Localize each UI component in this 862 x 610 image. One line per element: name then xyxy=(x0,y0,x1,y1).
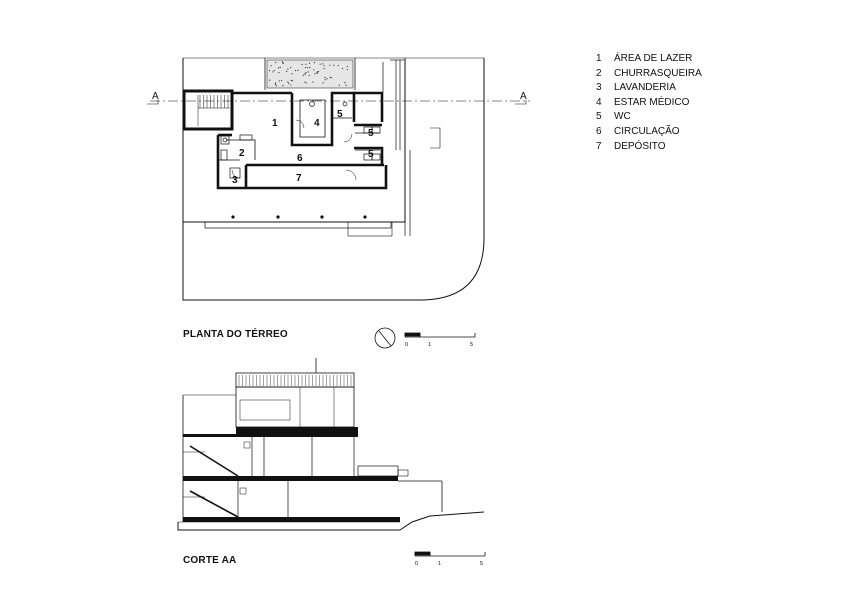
ground-line xyxy=(177,511,485,531)
legend-label: LAVANDERIA xyxy=(614,82,676,94)
pillars xyxy=(231,215,367,219)
section-aa xyxy=(177,358,485,531)
section-line xyxy=(147,100,530,105)
legend-item: 3 LAVANDERIA xyxy=(596,81,702,96)
room-label: 2 xyxy=(239,148,245,159)
plan-scale-bar xyxy=(404,332,476,338)
scale-tick: 0 xyxy=(405,342,408,348)
legend-label: CIRCULAÇÃO xyxy=(614,125,680,137)
scale-tick: 5 xyxy=(470,342,473,348)
legend-label: ESTAR MÉDICO xyxy=(614,96,690,108)
stairwell xyxy=(182,89,234,131)
north-arrow xyxy=(374,327,396,349)
legend-item: 5 WC xyxy=(596,110,702,125)
legend-label: WC xyxy=(614,111,631,123)
section-marker-left: A xyxy=(152,91,159,102)
room-label: 5 xyxy=(337,109,343,120)
legend-item: 4 ESTAR MÉDICO xyxy=(596,96,702,111)
legend-label: ÁREA DE LAZER xyxy=(614,53,693,64)
legend-item: 7 DEPÓSITO xyxy=(596,140,702,155)
section-stairs xyxy=(189,445,239,518)
legend-label: DEPÓSITO xyxy=(614,140,666,152)
scale-tick: 1 xyxy=(428,342,431,348)
room-label: 4 xyxy=(314,118,320,129)
slab-upper xyxy=(236,427,358,434)
legend-num: 1 xyxy=(596,53,602,64)
room-label: 7 xyxy=(296,173,302,184)
garden-patch xyxy=(266,59,354,89)
room-labels: 1 2 3 4 5 5 5 6 7 A A xyxy=(152,91,527,186)
legend-num: 3 xyxy=(596,82,602,94)
legend: 1 ÁREA DE LAZER 2 CHURRASQUEIRA 3 LAVANDERI… xyxy=(596,52,702,154)
room-label: 3 xyxy=(232,175,238,186)
room-label: 5 xyxy=(368,149,374,160)
legend-item: 6 CIRCULAÇÃO xyxy=(596,125,702,140)
scale-tick: 5 xyxy=(480,561,483,567)
plan-title: PLANTA DO TÉRREO xyxy=(183,329,288,340)
scale-tick: 1 xyxy=(438,561,441,567)
legend-num: 5 xyxy=(596,111,602,123)
legend-num: 4 xyxy=(596,96,602,108)
scale-tick: 0 xyxy=(415,561,418,567)
fixtures xyxy=(220,101,381,179)
section-title: CORTE AA xyxy=(183,555,237,566)
room-label: 5 xyxy=(368,128,374,139)
door-swings xyxy=(231,119,357,181)
legend-item: 1 ÁREA DE LAZER xyxy=(596,52,702,67)
legend-label: CHURRASQUEIRA xyxy=(614,67,702,79)
section-marker-right: A xyxy=(520,91,527,102)
room-label: 6 xyxy=(297,153,303,164)
interior-walls xyxy=(216,91,388,190)
legend-item: 2 CHURRASQUEIRA xyxy=(596,67,702,82)
slab-lower xyxy=(183,517,400,522)
site-boundary xyxy=(182,58,485,301)
legend-num: 2 xyxy=(596,67,602,79)
section-scale-bar xyxy=(414,551,486,557)
slab-middle xyxy=(183,476,398,481)
garden-dots xyxy=(268,61,348,87)
room-label: 1 xyxy=(272,118,278,129)
floor-plan xyxy=(147,57,530,301)
legend-num: 7 xyxy=(596,140,602,152)
legend-num: 6 xyxy=(596,125,602,137)
